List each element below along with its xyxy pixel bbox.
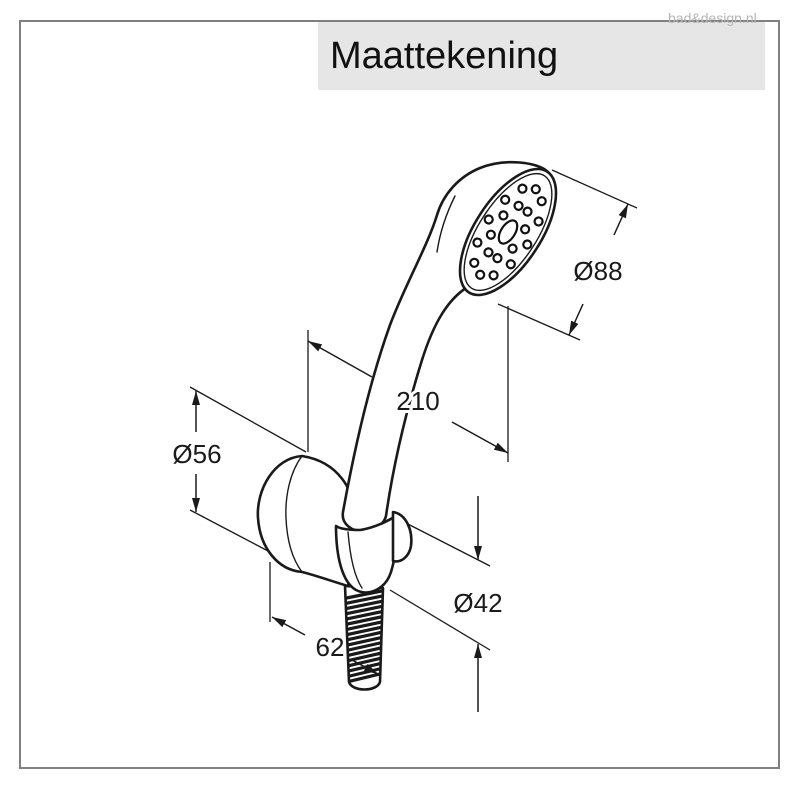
ext-line-cradle-bottom — [389, 589, 491, 651]
holder-cradle — [334, 510, 413, 594]
spray-nozzle — [513, 200, 524, 211]
spray-nozzle — [530, 184, 541, 195]
spray-nozzle — [498, 210, 509, 221]
spray-nozzles — [469, 183, 547, 281]
extension-lines — [189, 169, 638, 651]
holder-seam — [285, 455, 303, 573]
spray-nozzle — [505, 259, 516, 270]
dim-projection-start-arrow — [271, 616, 306, 636]
label-holder-diameter: Ø56 — [172, 439, 221, 469]
spray-nozzle — [522, 206, 533, 217]
dim-head-top-arrow — [613, 203, 629, 236]
ext-line-head-bottom — [497, 303, 581, 341]
spray-nozzle — [500, 194, 511, 205]
ext-line-head-top — [551, 169, 638, 209]
hose-coil — [347, 646, 382, 657]
spray-nozzle — [475, 269, 486, 280]
hose-coil — [346, 630, 382, 642]
dim-projection-end-arrow — [351, 659, 379, 675]
spray-nozzle — [520, 224, 531, 235]
dim-length-end-arrow — [451, 421, 509, 454]
hose-coil — [345, 610, 383, 621]
ext-line-holder-top — [189, 386, 307, 453]
spray-nozzle — [488, 270, 499, 281]
spray-nozzle — [536, 196, 547, 207]
dimension-labels: Ø88 210 Ø56 Ø42 62 — [169, 253, 625, 665]
spray-nozzle — [485, 229, 496, 240]
hose-coil — [347, 651, 382, 663]
spray-nozzle — [472, 237, 483, 248]
hose-coil — [346, 625, 383, 637]
shower-face — [458, 167, 558, 297]
dim-length-start-arrow — [307, 340, 373, 378]
hand-shower — [341, 160, 558, 533]
spray-nozzle — [517, 183, 528, 194]
label-overall-length: 210 — [396, 386, 439, 416]
hose-coil — [344, 589, 384, 600]
hose-coil — [345, 604, 383, 616]
hose-coil — [348, 672, 381, 683]
spray-nozzle — [522, 239, 533, 250]
spray-nozzle — [469, 257, 480, 268]
hose-coil — [347, 641, 382, 652]
cradle-clip — [391, 510, 413, 563]
face-inner-ring — [463, 172, 553, 292]
watermark-logo: bad&design.nl — [668, 10, 757, 26]
page-title: Maattekening — [330, 35, 559, 77]
ext-line-holder-bottom — [189, 509, 269, 552]
label-head-diameter: Ø88 — [573, 256, 622, 286]
hose-coil — [346, 636, 382, 647]
label-hose-diameter: Ø42 — [453, 588, 502, 618]
spray-nozzle — [492, 253, 503, 264]
hose-coil — [345, 599, 383, 611]
shower-handle — [341, 160, 550, 533]
face-center — [497, 219, 519, 245]
dimension-lines — [192, 203, 629, 712]
dim-head-bottom-arrow — [568, 303, 584, 336]
hose-coil — [345, 594, 384, 605]
head-contour-line — [436, 195, 456, 253]
spray-nozzle — [507, 243, 518, 254]
spray-nozzle — [483, 247, 494, 258]
hose-coil — [347, 656, 382, 668]
spray-nozzle — [483, 214, 494, 225]
drawing-frame — [19, 20, 780, 769]
hose-coil — [346, 615, 383, 626]
cradle-inner-line — [347, 531, 363, 589]
hose-coil — [346, 620, 383, 631]
header-banner: Maattekening — [318, 22, 765, 90]
ext-line-cradle-top — [399, 519, 491, 567]
spray-nozzle — [533, 216, 544, 227]
label-holder-projection: 62 — [316, 632, 345, 662]
shower-hose — [343, 584, 385, 691]
